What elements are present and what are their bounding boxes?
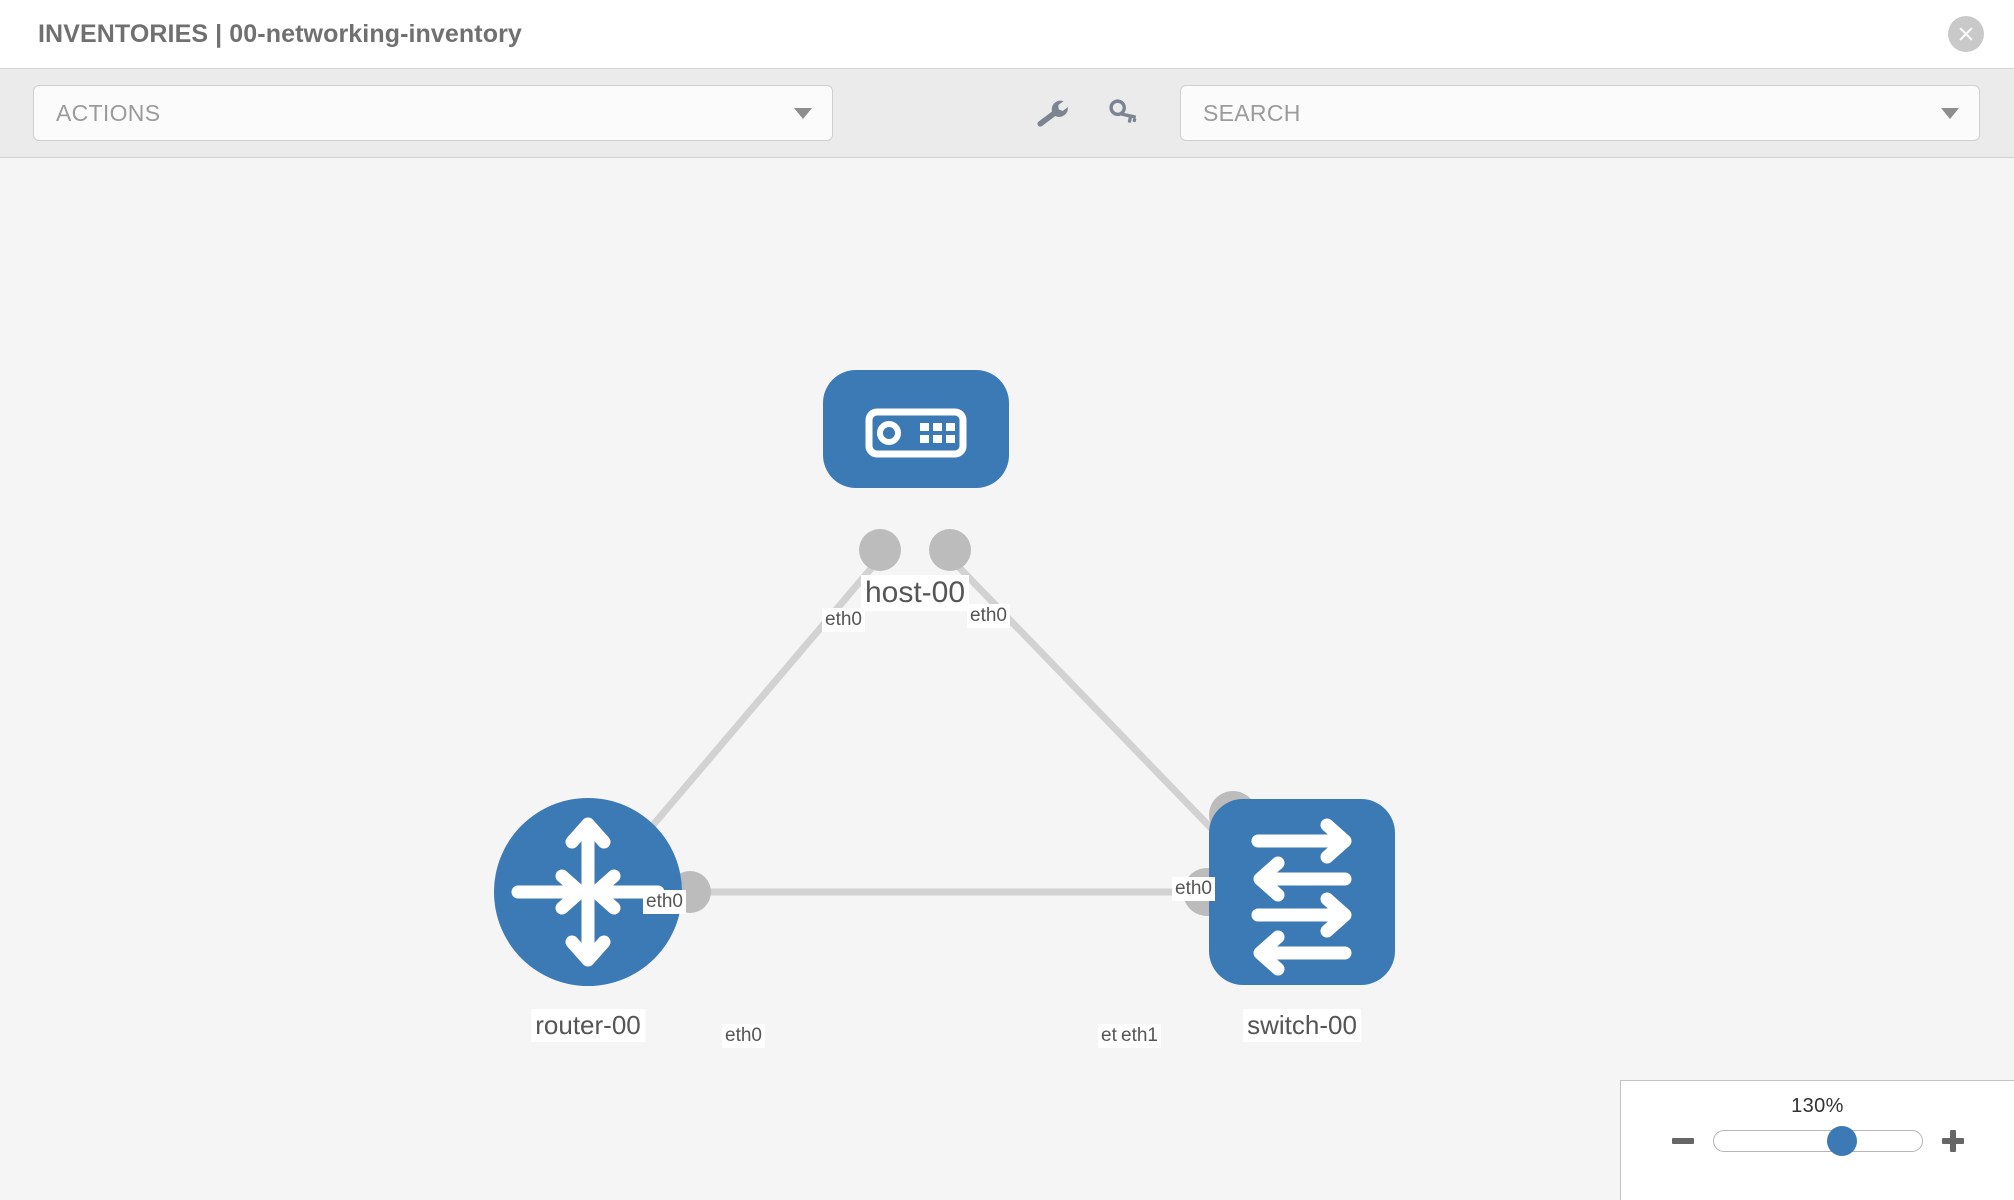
zoom-slider-thumb[interactable] xyxy=(1827,1126,1858,1156)
chevron-down-icon xyxy=(1941,107,1959,119)
chevron-down-icon xyxy=(794,107,812,119)
nub-host00-eth0-right xyxy=(929,529,971,571)
interface-nubs xyxy=(669,529,1257,916)
toolbar: ACTIONS SEARCH xyxy=(0,68,2014,158)
nub-host00-eth0-left xyxy=(859,529,901,571)
wrench-icon[interactable] xyxy=(1035,96,1069,130)
minus-icon[interactable] xyxy=(1670,1128,1696,1154)
close-icon[interactable] xyxy=(1948,16,1984,52)
topology-graph xyxy=(494,370,1395,986)
page-title: INVENTORIES | 00-networking-inventory xyxy=(38,19,522,48)
zoom-slider-row xyxy=(1621,1126,2014,1156)
zoom-control-panel: 130% xyxy=(1620,1080,2014,1200)
actions-dropdown[interactable]: ACTIONS xyxy=(33,85,833,141)
plus-icon[interactable] xyxy=(1940,1128,1966,1154)
node-router-00[interactable] xyxy=(494,798,682,986)
link-host00-switch00 xyxy=(947,555,1243,861)
node-host-00[interactable] xyxy=(823,370,1009,488)
router-arrows-icon xyxy=(511,817,665,967)
toolbar-icon-group xyxy=(1035,96,1139,130)
actions-dropdown-label: ACTIONS xyxy=(56,99,161,126)
server-icon xyxy=(865,408,967,458)
page-header: INVENTORIES | 00-networking-inventory xyxy=(0,0,2014,68)
zoom-percent-label: 130% xyxy=(1791,1095,1844,1117)
search-placeholder: SEARCH xyxy=(1203,99,1301,126)
topology-canvas[interactable]: host-00 router-00 switch-00 eth0 eth0 et… xyxy=(0,158,2014,1200)
zoom-slider[interactable] xyxy=(1712,1126,1923,1156)
link-host00-router00 xyxy=(622,555,883,861)
search-input[interactable]: SEARCH xyxy=(1180,85,1980,141)
switch-arrows-icon xyxy=(1251,818,1352,976)
topology-links xyxy=(622,555,1250,896)
key-icon[interactable] xyxy=(1105,96,1139,130)
node-switch-00[interactable] xyxy=(1209,799,1395,985)
